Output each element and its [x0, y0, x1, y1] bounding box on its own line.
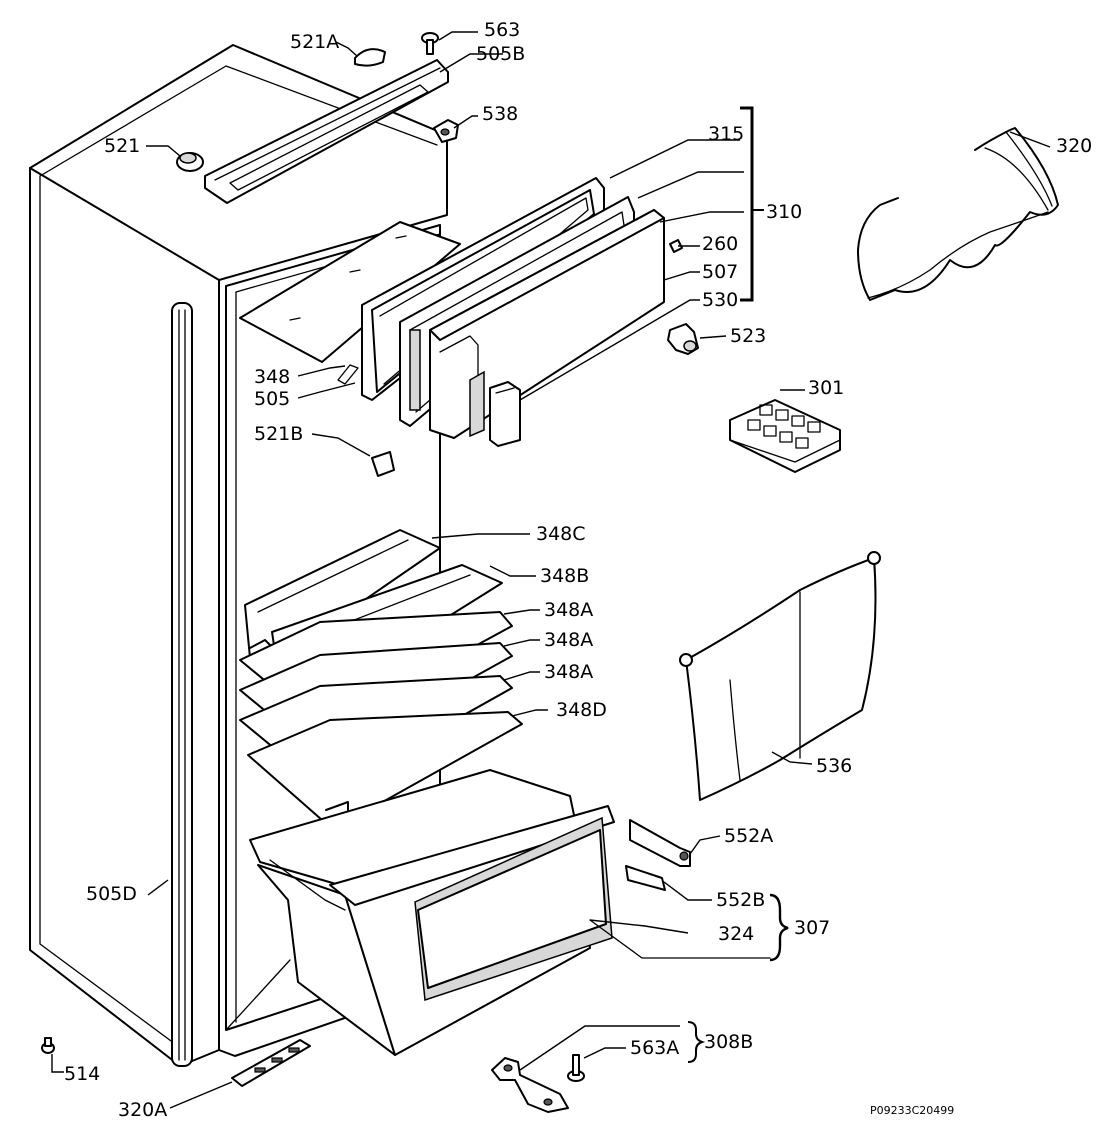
- label-348: 348: [254, 366, 290, 388]
- glass-shelf-348: [239, 221, 461, 385]
- leader-lines: [51, 31, 1051, 1109]
- screw-563: [421, 32, 439, 55]
- ice-cube-tray-301: [729, 399, 841, 473]
- label-523: 523: [730, 325, 766, 347]
- label-307: 307: [794, 917, 830, 939]
- label-348b: 348B: [540, 565, 589, 587]
- crisper-cover-324: [589, 919, 771, 959]
- label-505: 505: [254, 388, 290, 410]
- crisper-drawer-307: [249, 769, 615, 1056]
- part-labels: 563 521A 505B 538 521 315 320 310 260 50…: [64, 19, 1092, 1121]
- slide-rail-552b: [625, 865, 666, 891]
- bottom-grille-320a: [231, 1039, 311, 1087]
- drawing-code: P09233C20499: [870, 1104, 954, 1117]
- label-530: 530: [702, 289, 738, 311]
- label-505b: 505B: [476, 43, 525, 65]
- label-563a: 563A: [630, 1037, 679, 1059]
- label-521b: 521B: [254, 423, 303, 445]
- label-320a: 320A: [118, 1099, 167, 1121]
- bottle-rack-320: [857, 127, 1059, 301]
- door-bin-536: [679, 551, 881, 801]
- hinge-523: [667, 323, 699, 355]
- label-505d: 505D: [86, 883, 137, 905]
- label-536: 536: [816, 755, 852, 777]
- label-324: 324: [718, 923, 754, 945]
- label-514: 514: [64, 1063, 100, 1085]
- clip-260: [669, 239, 683, 253]
- bottom-hinge-308b: [491, 1057, 569, 1113]
- cap-521b: [371, 451, 395, 477]
- slide-rail-552a: [629, 819, 691, 867]
- label-348c: 348C: [536, 523, 586, 545]
- shelves-348: [239, 529, 523, 829]
- label-310: 310: [766, 201, 802, 223]
- label-348d: 348D: [556, 699, 607, 721]
- hinge-pin-521: [176, 152, 204, 172]
- label-301: 301: [808, 377, 844, 399]
- flap-handle-530: [469, 370, 521, 447]
- screw-563a: [567, 1054, 585, 1082]
- label-521: 521: [104, 135, 140, 157]
- cap-521a: [354, 48, 386, 67]
- label-348a-3: 348A: [544, 661, 593, 683]
- label-315: 315: [708, 123, 744, 145]
- label-308b: 308B: [704, 1031, 753, 1053]
- screw-514: [41, 1037, 55, 1054]
- label-507: 507: [702, 261, 738, 283]
- label-538: 538: [482, 103, 518, 125]
- label-348a-1: 348A: [544, 599, 593, 621]
- freezer-door-panel-507: [429, 209, 665, 439]
- label-260: 260: [702, 233, 738, 255]
- label-348a-2: 348A: [544, 629, 593, 651]
- door-gasket-505d: [171, 302, 193, 1067]
- top-rail-505b: [204, 59, 449, 204]
- bracket-538: [433, 119, 459, 143]
- label-552b: 552B: [716, 889, 765, 911]
- label-552a: 552A: [724, 825, 773, 847]
- label-563: 563: [484, 19, 520, 41]
- label-521a: 521A: [290, 31, 339, 53]
- label-320: 320: [1056, 135, 1092, 157]
